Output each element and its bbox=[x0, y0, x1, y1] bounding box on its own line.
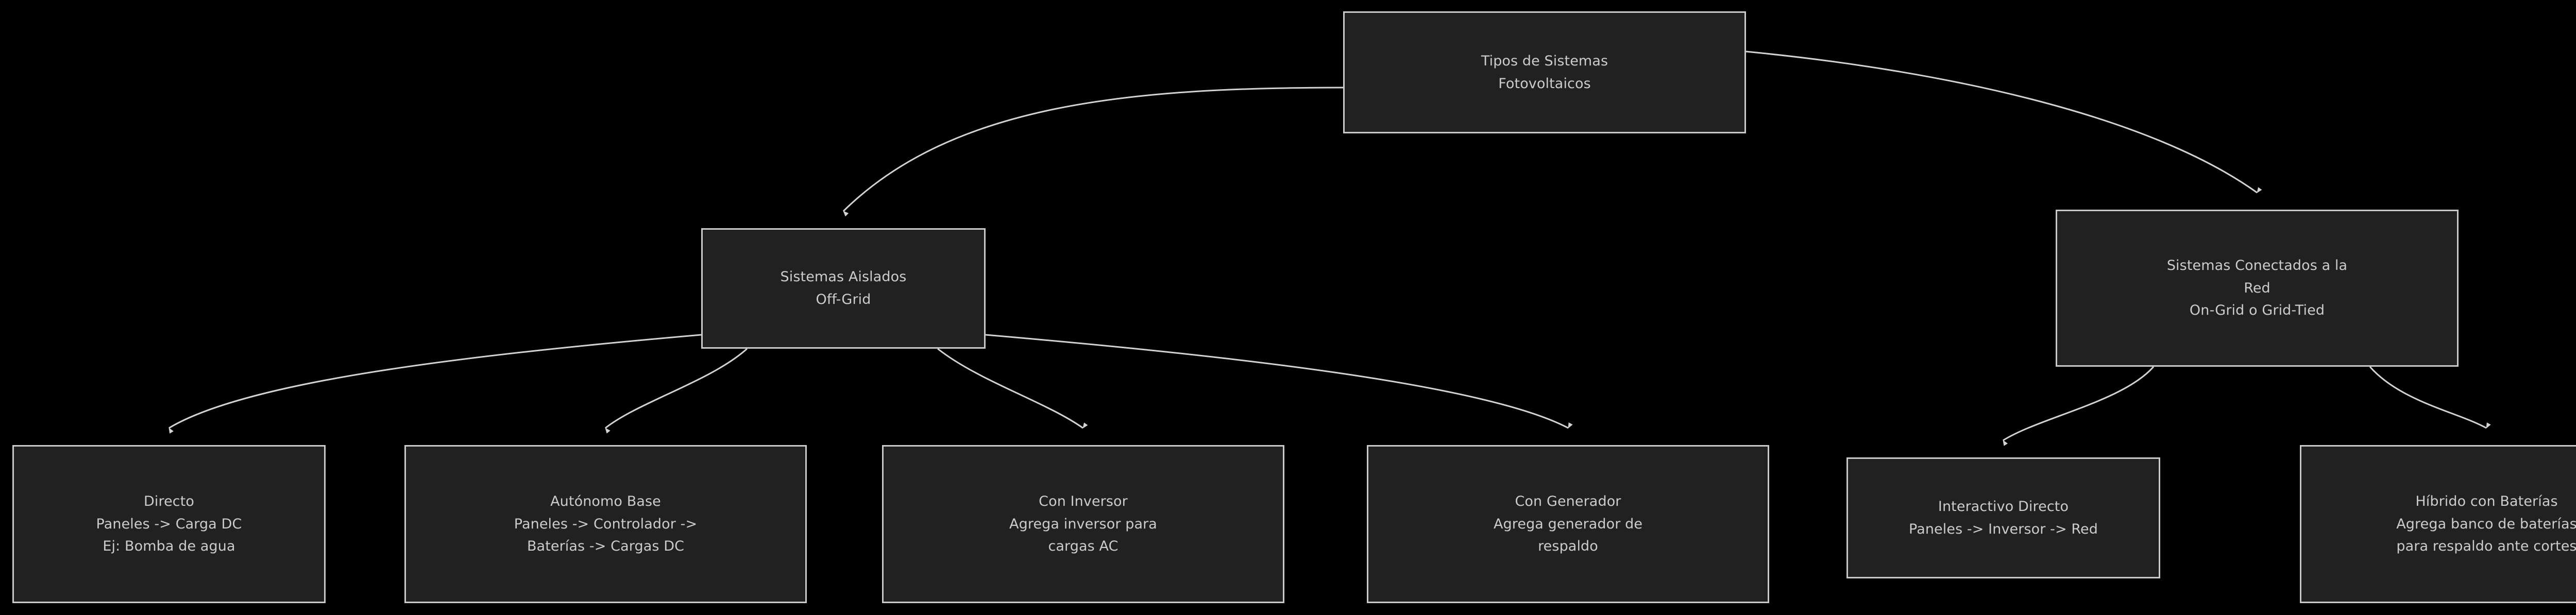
edge-offgrid-to-inversor bbox=[937, 348, 1088, 429]
node-label-line: Agrega banco de baterías bbox=[2396, 516, 2576, 532]
node-label-line: Tipos de Sistemas bbox=[1481, 53, 1608, 69]
node-label-line: Autónomo Base bbox=[550, 493, 661, 509]
node-label-line: Agrega inversor para bbox=[1009, 516, 1157, 532]
node-label-line: On-Grid o Grid-Tied bbox=[2189, 302, 2325, 319]
node-label-line: Fotovoltaicos bbox=[1498, 75, 1591, 92]
node-label-line: para respaldo ante cortes bbox=[2396, 538, 2576, 555]
node-label-line: Paneles -> Carga DC bbox=[96, 516, 242, 532]
edge-offgrid-to-autonomo bbox=[605, 348, 748, 434]
node-label-line: Paneles -> Controlador -> bbox=[514, 516, 698, 532]
node-label-line: Off-Grid bbox=[816, 292, 871, 308]
edge-offgrid-to-generador bbox=[985, 334, 1573, 429]
node-label-line: Baterías -> Cargas DC bbox=[527, 538, 685, 555]
node-label-line: Con Generador bbox=[1515, 493, 1621, 509]
edge-ongrid-to-interactivo bbox=[2003, 366, 2155, 446]
node-label-line: Paneles -> Inversor -> Red bbox=[1909, 521, 2098, 537]
node-label-line: Híbrido con Baterías bbox=[2415, 493, 2558, 509]
node-label-line: Red bbox=[2244, 280, 2270, 296]
node-label-line: Sistemas Conectados a la bbox=[2166, 257, 2348, 274]
node-label-line: Directo bbox=[143, 493, 195, 509]
node-label-line: Ej: Bomba de agua bbox=[103, 538, 235, 555]
node-label-line: Interactivo Directo bbox=[1938, 498, 2069, 515]
node-label-line: Sistemas Aislados bbox=[780, 269, 907, 285]
edge-ongrid-to-hibrido bbox=[2369, 366, 2491, 429]
node-label-line: Con Inversor bbox=[1039, 493, 1128, 509]
node-label-line: respaldo bbox=[1538, 538, 1598, 555]
edge-root-to-offgrid bbox=[842, 87, 1344, 217]
edge-root-to-ongrid bbox=[1745, 50, 2262, 194]
node-label-line: cargas AC bbox=[1048, 538, 1118, 555]
edge-offgrid-to-directo bbox=[168, 334, 702, 434]
node-label-line: Agrega generador de bbox=[1493, 516, 1643, 532]
